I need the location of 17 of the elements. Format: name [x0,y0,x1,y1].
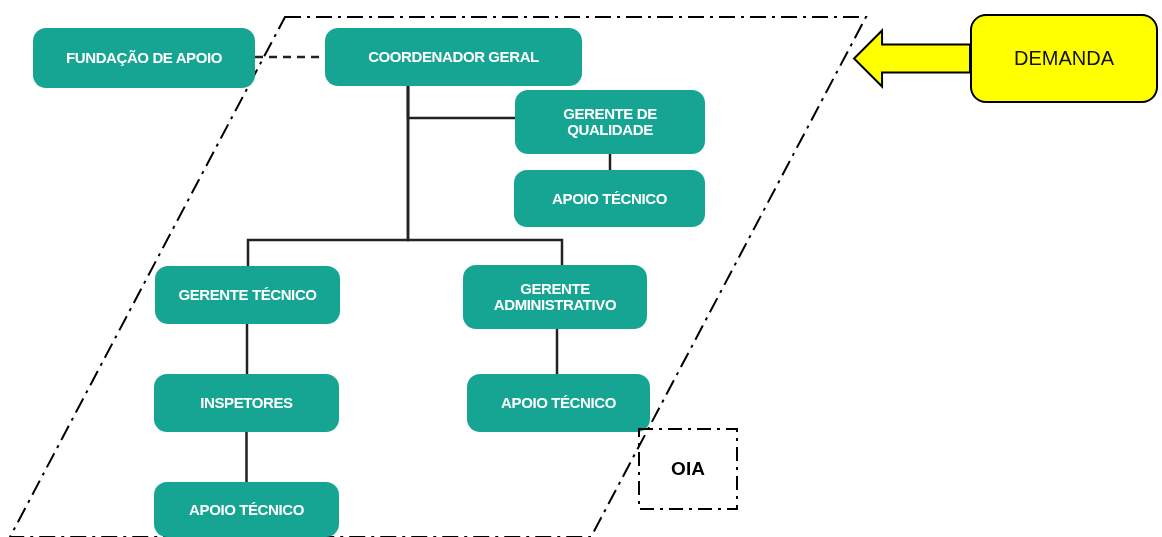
org-unit-box: COORDENADOR GERAL [325,28,582,86]
org-unit-box: GERENTE DE QUALIDADE [515,90,705,154]
connector-line [245,324,249,374]
connector-line [245,432,248,482]
scope-label-box: OIA [638,428,738,510]
connector-line [555,329,559,374]
org-unit-box: APOIO TÉCNICO [467,374,650,432]
org-unit-box: GERENTE ADMINISTRATIVO [463,265,647,329]
org-unit-box: APOIO TÉCNICO [154,482,339,537]
connector-line [608,154,612,170]
demand-box: DEMANDA [970,14,1158,103]
org-unit-box: GERENTE TÉCNICO [155,266,340,324]
org-unit-box: APOIO TÉCNICO [514,170,705,227]
block-arrow [852,28,971,89]
org-unit-box: FUNDAÇÃO DE APOIO [33,28,255,88]
connector-line [406,86,564,265]
org-unit-box: INSPETORES [154,374,339,432]
